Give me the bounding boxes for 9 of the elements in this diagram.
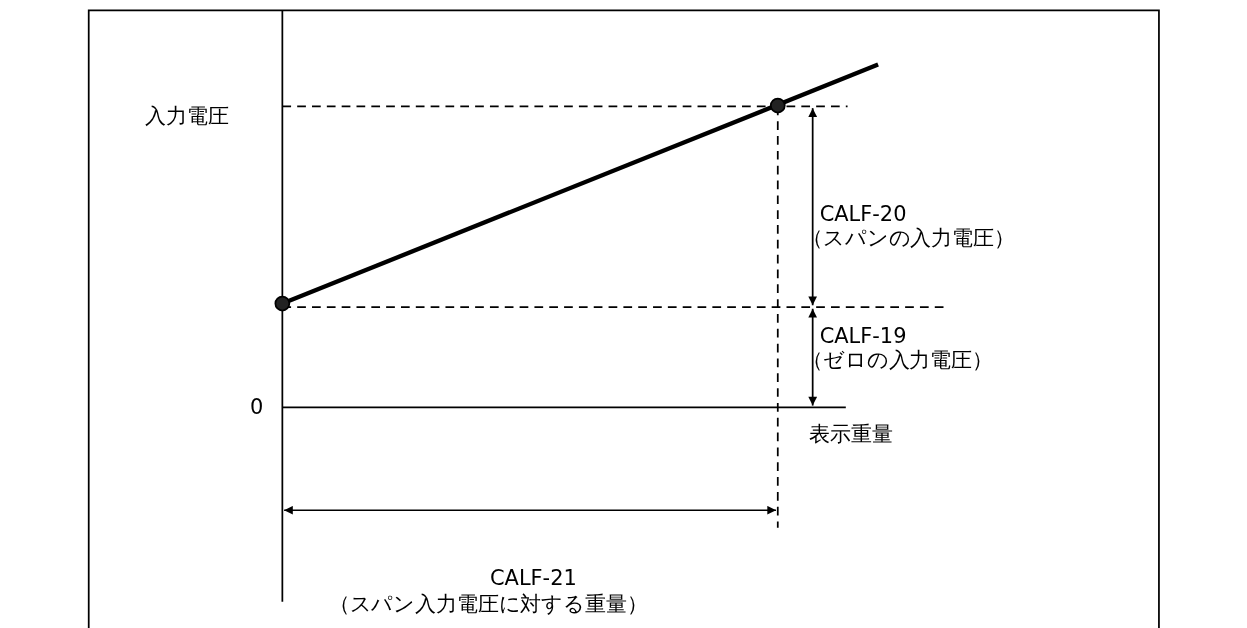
dimension-label: CALF-20 [819,202,907,226]
axis-label: 表示重量 [808,423,893,447]
axis-tick-label: 0 [249,396,264,419]
dimension-label: （ゼロの入力電圧） [801,348,993,372]
axis-label: 入力電圧 [145,104,229,128]
dimension-label: CALF-19 [819,324,907,348]
dimension-label: （スパンの入力電圧） [801,226,1015,250]
dimension-label: （スパン入力電圧に対する重量） [328,593,648,617]
dimension-label: CALF-21 [489,566,577,590]
